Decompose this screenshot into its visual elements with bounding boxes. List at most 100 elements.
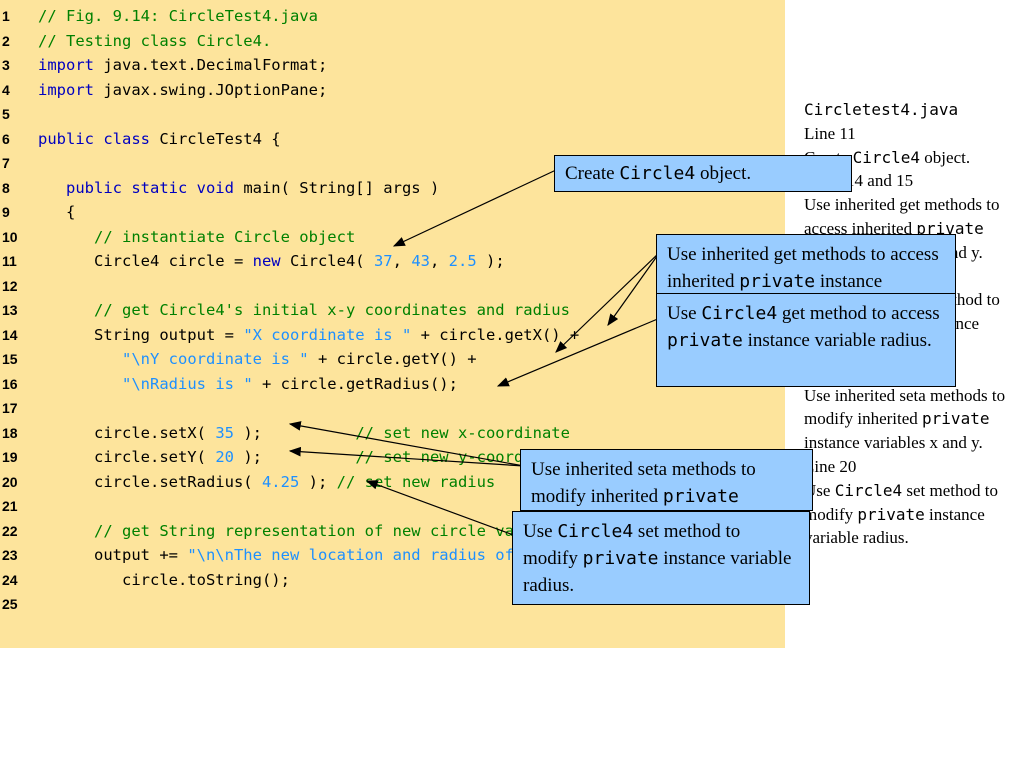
side-note: Circletest4.java [804,98,1019,122]
code-term: private [739,271,816,292]
line-number: 5 [2,106,10,122]
code-term: Circle4 [834,480,903,500]
code-token-kw: public class [38,129,150,148]
code-token: ); [476,252,505,270]
line-number: 10 [2,228,18,245]
code-text: circle.toString(); [38,568,290,592]
side-note: Line 20 [804,455,1019,479]
code-token-comment: // Testing class Circle4. [38,31,272,50]
line-number: 9 [2,204,10,220]
code-term: private [662,486,739,507]
code-token-comment: // get String representation of new circ… [94,521,542,540]
callout-text: get method to access [777,303,940,324]
code-token-str: "X coordinate is " [243,325,412,344]
callout-circle4-get: Use Circle4 get method to access private… [656,293,956,387]
code-token-comment: // set new radius [336,472,496,491]
code-token: + circle.getRadius(); [252,374,458,393]
code-token-num: 37 [373,252,393,270]
line-number: 14 [2,326,18,343]
code-token: output += [38,546,188,564]
note-text: set method to modify [804,480,998,524]
side-note: Line 11 [804,122,1019,146]
code-text: // get Circle4's initial x-y coordinates… [38,298,570,322]
code-token: { [38,203,76,221]
code-token: + circle.getY() + [308,350,477,368]
code-token: CircleTest4 { [149,129,281,148]
code-token: Circle4 circle = [38,252,253,270]
side-note: Use inherited seta methods to modify inh… [804,384,1019,455]
callout-circle4-set: Use Circle4 set method to modify private… [512,511,810,605]
side-note: Use Circle4 set method to modify private… [804,479,1019,550]
note-text: Line 11 [804,123,856,143]
code-text: "\nRadius is " + circle.getRadius(); [38,372,458,396]
callout-inherited-set: Use inherited seta methods to modify inh… [520,449,813,511]
code-token: ); [233,448,356,466]
note-text: instance variable radius. [804,504,985,548]
code-text: // Testing class Circle4. [38,29,271,53]
code-term: Circletest4.java [804,100,959,119]
line-number: 24 [2,571,18,588]
code-token: circle.setY( [38,448,216,466]
callout-text: Use inherited seta methods to modify inh… [531,459,756,507]
code-token: main( String[] args ) [233,178,440,197]
callout-inherited-get: Use inherited get methods to access inhe… [656,234,956,296]
code-text: circle.setRadius( 4.25 ); // set new rad… [38,470,495,494]
code-token: Circle4( [280,252,374,270]
code-token [38,522,94,540]
line-number: 6 [2,130,10,147]
code-token-comment: // instantiate Circle object [94,227,356,246]
code-token-comment: // set new x-coordinate [355,423,570,442]
code-token [38,228,94,246]
note-text: object. [920,147,971,167]
code-text: import javax.swing.JOptionPane; [38,78,327,102]
code-token: , [392,252,412,270]
code-token-comment: // get Circle4's initial x-y coordinates… [94,301,570,319]
code-text: // instantiate Circle object [38,225,355,249]
note-text: Use inherited get methods to access inhe… [804,195,1000,238]
code-text: import java.text.DecimalFormat; [38,53,327,77]
code-text: circle.setX( 35 ); // set new x-coordina… [38,421,570,445]
code-token: , [429,252,449,270]
code-token-num: 2.5 [448,252,477,270]
line-number: 25 [2,596,18,612]
code-text: // get String representation of new circ… [38,519,542,543]
code-term: private [916,218,984,238]
code-token-kw: new [252,252,281,270]
callout-text: Use inherited get methods to access inhe… [667,244,939,292]
code-token: ); [233,423,356,442]
line-number: 12 [2,277,18,294]
line-number: 16 [2,375,18,392]
line-number: 7 [2,155,10,171]
callout-text: object. [695,163,752,184]
note-text: Line 20 [804,456,857,476]
code-text: public static void main( String[] args ) [38,176,439,200]
code-token [38,350,122,368]
code-token [38,375,122,393]
code-term: private [922,409,990,429]
code-token: circle.toString(); [38,570,290,589]
code-token: ); [299,472,337,491]
code-term: private [582,548,659,569]
callout-text: Use [667,303,702,324]
line-number: 15 [2,351,18,367]
code-term: Circle4 [557,521,634,542]
code-token-num: 4.25 [261,472,300,491]
callout-text: instance variable radius. [523,548,792,596]
line-number: 8 [2,179,10,196]
callout-text: Create [565,163,620,184]
code-token: String output = [38,325,244,344]
line-number: 17 [2,400,18,416]
callout-text: instance variables x and y. [819,271,883,292]
code-text: String output = "X coordinate is " + cir… [38,323,579,347]
code-term: Circle4 [852,147,921,167]
line-number: 4 [2,81,10,98]
note-text: instance variables x and y. [804,433,983,453]
code-term: private [857,504,925,524]
code-token: circle.setX( [38,423,216,442]
callout-create-circle4: Create Circle4 object. [554,155,852,192]
code-token-str: "\nRadius is " [122,374,253,393]
line-number: 23 [2,547,18,563]
code-text: circle.setY( 20 ); // set new y-coordina… [38,445,570,469]
code-text: public class CircleTest4 { [38,127,281,151]
code-token [38,301,94,319]
